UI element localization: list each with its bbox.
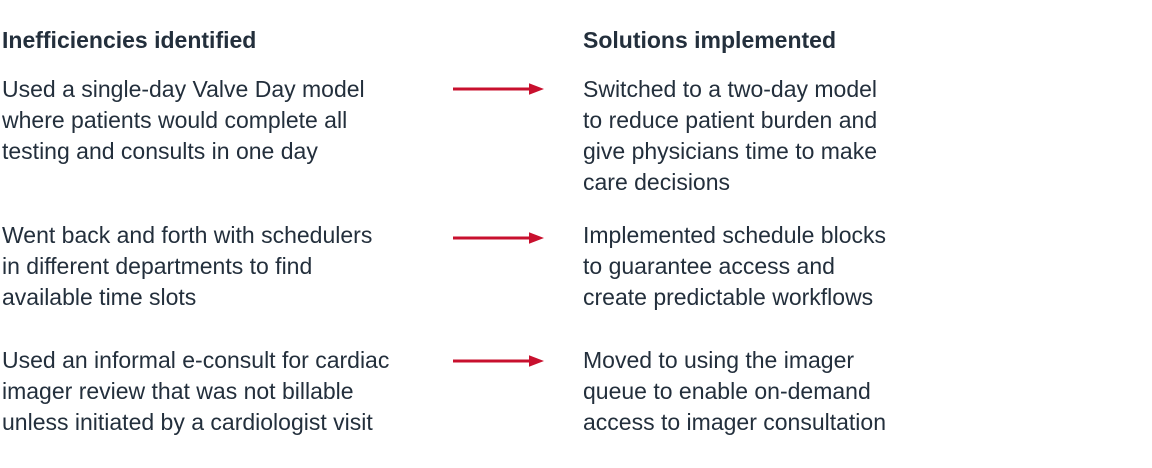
inefficiencies-column-header: Inefficiencies identified — [2, 27, 257, 53]
arrow-right-icon — [452, 81, 544, 97]
solutions-column-header: Solutions implemented — [583, 27, 837, 53]
arrow-right-icon — [452, 230, 544, 246]
solution-item-1: Switched to a two-day model to reduce pa… — [583, 76, 878, 195]
inefficiency-item-2: Went back and forth with schedulers in d… — [2, 222, 373, 310]
arrow-right-icon — [452, 353, 544, 369]
solution-item-3: Moved to using the imager queue to enabl… — [583, 347, 886, 435]
solution-item-2: Implemented schedule blocks to guarantee… — [583, 222, 886, 310]
inefficiency-item-1: Used a single-day Valve Day model where … — [2, 76, 365, 164]
inefficiency-item-3: Used an informal e-consult for cardiac i… — [2, 347, 390, 435]
